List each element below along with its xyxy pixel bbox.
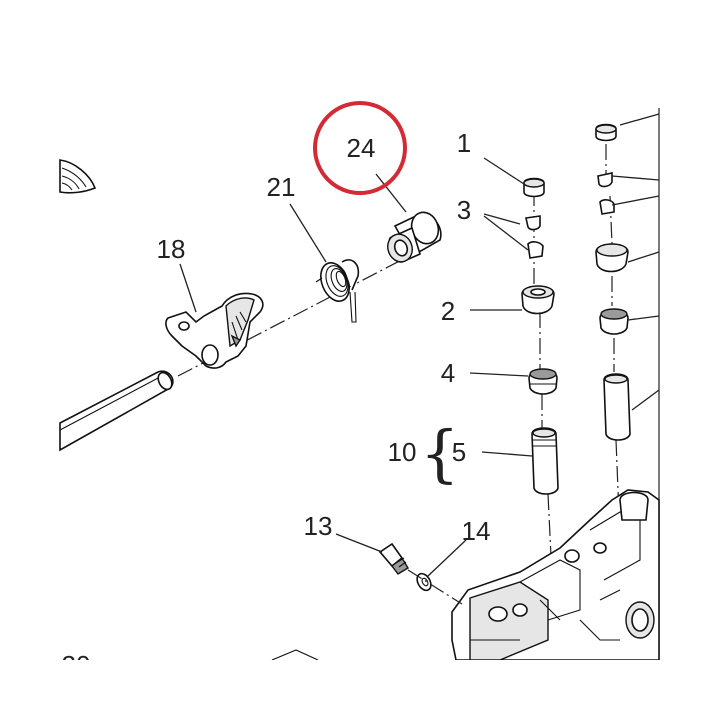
callout-4: 4 (441, 358, 455, 388)
bottom-crop-mask (0, 660, 720, 720)
partial-part-bottom (271, 649, 319, 661)
callout-18: 18 (157, 234, 186, 264)
callout-14: 14 (462, 516, 491, 546)
assembly-axis-lower (407, 569, 463, 605)
callout-2: 2 (441, 296, 455, 326)
leader-1 (483, 157, 525, 185)
valve-parts-column-right (595, 123, 631, 591)
valve-seal-part-4 (528, 368, 558, 395)
callout-1: 1 (457, 128, 471, 158)
brace-10-5: { (420, 417, 459, 490)
rocker-arm-part-18 (165, 292, 264, 369)
cropped-leader-lines (611, 113, 660, 411)
leader-13 (335, 533, 383, 553)
callout-5: 5 (452, 437, 466, 467)
callout-24: 24 (347, 133, 376, 163)
callout-10: 10 (388, 437, 417, 467)
leader-18 (179, 263, 197, 313)
screw-part-13 (378, 542, 409, 575)
leader-lines (179, 157, 533, 577)
leader-5 (481, 451, 533, 457)
callout-21: 21 (267, 172, 296, 202)
bushing-part-24 (387, 211, 442, 263)
leader-24 (375, 173, 407, 213)
leader-3a (483, 213, 521, 225)
assembly-axis-upper (177, 239, 441, 377)
rocker-shaft (59, 370, 174, 452)
valve-cap-part-1 (523, 177, 545, 198)
leader-21 (289, 203, 327, 263)
leader-14 (427, 539, 467, 577)
valve-guide-part-5 (531, 427, 559, 495)
cylinder-head (451, 489, 660, 661)
valve-retainer-part-2 (521, 285, 555, 315)
spring-part-21 (315, 259, 360, 323)
washer-part-14 (416, 572, 432, 592)
highlight-circle (313, 101, 407, 195)
callout-3: 3 (457, 195, 471, 225)
valve-keeper-part-3 (525, 215, 544, 259)
leader-3b (483, 215, 529, 251)
partial-part-top-left (59, 159, 97, 194)
callout-13: 13 (304, 511, 333, 541)
leader-4 (469, 372, 529, 377)
